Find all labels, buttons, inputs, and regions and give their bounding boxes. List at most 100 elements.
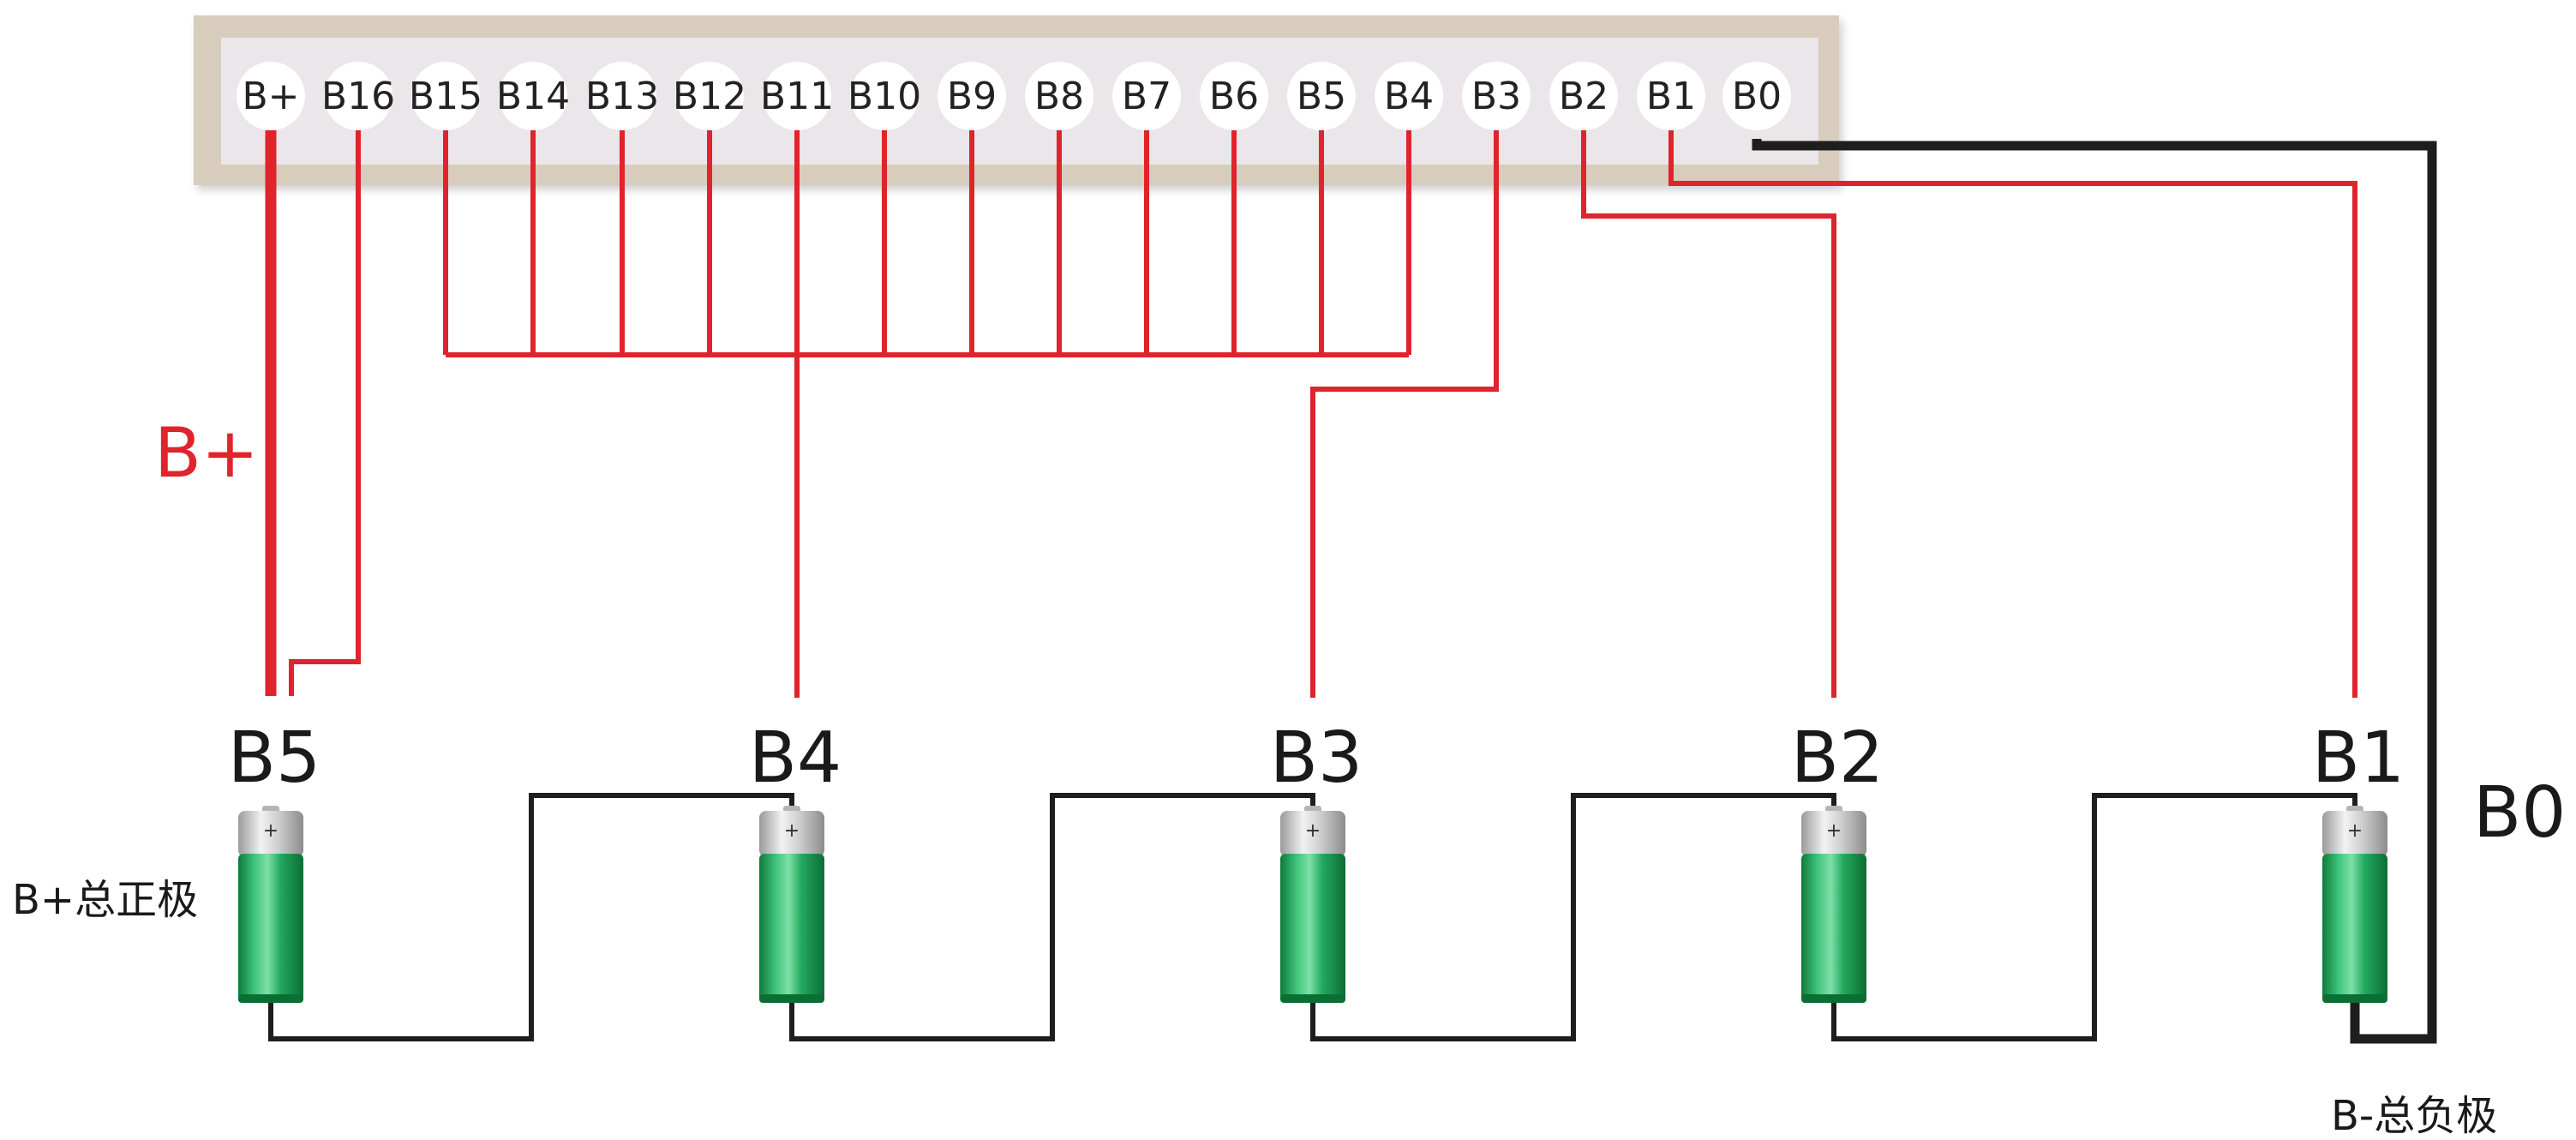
pin-circle <box>1112 62 1181 130</box>
connector-pin-b2: B2 <box>1549 62 1618 130</box>
b1-sense-wire <box>1668 130 2357 698</box>
connector-pin-b7: B7 <box>1112 62 1181 130</box>
pin-label: B13 <box>585 75 659 118</box>
connector-pin-b6: B6 <box>1200 62 1268 130</box>
pin-label: B10 <box>848 75 921 118</box>
connector-pin-b11: B11 <box>760 62 834 130</box>
battery-base <box>238 994 303 1003</box>
pin-circle <box>1025 62 1093 130</box>
battery-cell-b5: B5 + <box>228 717 321 1003</box>
pin-circle <box>324 62 392 130</box>
battery-cell-b2: B2 + <box>1791 717 1884 1003</box>
battery-body <box>2322 854 2387 1003</box>
plus-icon: + <box>2347 820 2363 842</box>
cell-label: B2 <box>1791 717 1884 799</box>
battery-cap <box>2322 811 2387 857</box>
battery-cap <box>1801 811 1866 857</box>
connector-pin-b4: B4 <box>1375 62 1443 130</box>
pin-circle <box>1549 62 1618 130</box>
battery-base <box>2322 994 2387 1003</box>
b16-lead-wire <box>289 130 361 696</box>
pin-label: B+ <box>242 75 299 118</box>
connector-pin-b13: B13 <box>585 62 659 130</box>
main-wires <box>268 139 2437 1044</box>
battery-body <box>1801 854 1866 1003</box>
battery-cap <box>759 811 824 857</box>
plus-icon: + <box>1826 820 1842 842</box>
pin-label: B15 <box>409 75 482 118</box>
pin-label: B5 <box>1297 75 1346 118</box>
pin-label: B1 <box>1646 75 1696 118</box>
pin-circle <box>1200 62 1268 130</box>
pin-circle <box>237 62 305 130</box>
pin-circle <box>499 62 567 130</box>
pin-label: B2 <box>1559 75 1609 118</box>
pin-label: B16 <box>321 75 395 118</box>
pin-label: B6 <box>1209 75 1259 118</box>
connector-pin-b8: B8 <box>1025 62 1093 130</box>
pin-label: B7 <box>1122 75 1171 118</box>
battery-cell-b3: B3 + <box>1270 717 1363 1003</box>
pin-label: B14 <box>496 75 570 118</box>
pin-label: B3 <box>1471 75 1521 118</box>
b3-sense-wire <box>1310 130 1499 698</box>
pin-circle <box>1462 62 1531 130</box>
connector-pin-b1: B1 <box>1637 62 1705 130</box>
plus-icon: + <box>784 820 800 842</box>
cell-label: B4 <box>749 717 842 799</box>
connector-pin-b5: B5 <box>1287 62 1356 130</box>
connector-pin-b3: B3 <box>1462 62 1531 130</box>
battery-base <box>759 994 824 1003</box>
pin-circle <box>1375 62 1443 130</box>
bplus-wire-label: B+ <box>154 413 259 493</box>
total-positive-label: B+总正极 <box>12 876 198 924</box>
cell-label: B5 <box>228 717 321 799</box>
b0-label: B0 <box>2473 772 2566 854</box>
connector-pin-b16: B16 <box>321 62 395 130</box>
plus-icon: + <box>1305 820 1321 842</box>
battery-cap <box>238 811 303 857</box>
pin-label: B9 <box>947 75 997 118</box>
pin-label: B8 <box>1034 75 1084 118</box>
cell-label: B3 <box>1270 717 1363 799</box>
bms-connector-board: B+ B16 B15 B14 B13 B12 B11 B10 B9 B8 B7 B6 B5 B4 B3 B2 B… <box>194 15 1839 185</box>
pin-circle <box>1637 62 1705 130</box>
series-link-wire <box>1831 793 2357 1041</box>
connector-pin-b10: B10 <box>848 62 921 130</box>
battery-cell-b1: B1 + <box>2312 717 2405 1003</box>
pin-label: B12 <box>673 75 746 118</box>
battery-base <box>1280 994 1345 1003</box>
pin-circle <box>763 62 831 130</box>
connector-pin-b15: B15 <box>409 62 482 130</box>
sense-wires <box>265 130 2357 698</box>
battery-cap <box>1280 811 1345 857</box>
series-link-wire <box>789 793 1315 1041</box>
battery-cell-b4: B4 + <box>749 717 842 1003</box>
cell-label: B1 <box>2312 717 2405 799</box>
pin-circle <box>1722 62 1791 130</box>
pin-label: B11 <box>760 75 834 118</box>
connector-pin-b0: B0 <box>1722 62 1791 130</box>
connector-pin-b12: B12 <box>673 62 746 130</box>
pin-circle <box>588 62 656 130</box>
total-negative-label: B-总负极 <box>2331 1092 2497 1140</box>
pin-circle <box>938 62 1006 130</box>
battery-body <box>238 854 303 1003</box>
pin-circle <box>850 62 919 130</box>
b0-return-wire <box>1752 139 2437 1044</box>
series-link-wire <box>1310 793 1836 1041</box>
pin-label: B0 <box>1732 75 1782 118</box>
battery-base <box>1801 994 1866 1003</box>
connector-pin-bplus: B+ <box>237 62 305 130</box>
connector-pin-b14: B14 <box>496 62 570 130</box>
connector-pin-b9: B9 <box>938 62 1006 130</box>
pin-circle <box>675 62 744 130</box>
b2-sense-wire <box>1581 130 1836 698</box>
pin-circle <box>1287 62 1356 130</box>
series-link-wire <box>268 793 794 1041</box>
battery-body <box>1280 854 1345 1003</box>
plus-icon: + <box>263 820 279 842</box>
pin-label: B4 <box>1384 75 1434 118</box>
battery-body <box>759 854 824 1003</box>
